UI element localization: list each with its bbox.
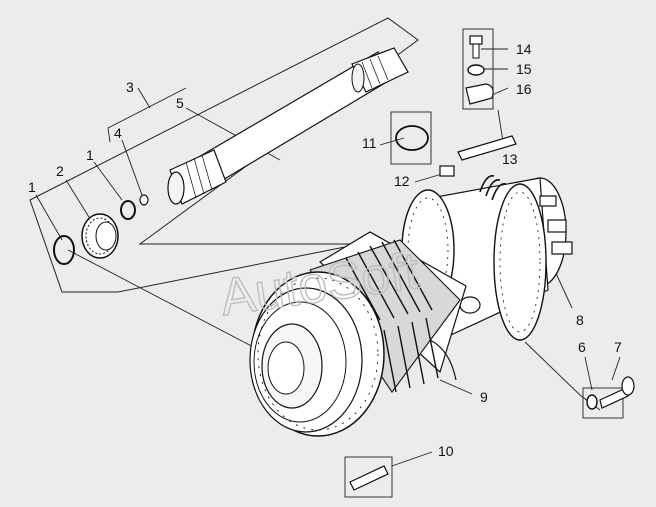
callout-7: 7 [614,339,622,355]
bolt-head-part-14 [469,35,483,45]
tube-part-13 [457,135,517,161]
bolt-part-7 [599,387,629,409]
frame-clamp [390,111,432,165]
callout-4: 4 [114,125,122,141]
callout-16: 16 [516,81,532,97]
callout-1-left: 1 [28,179,36,195]
callout-10: 10 [438,443,454,459]
frame-stud [344,456,393,498]
axle-shaft-part-5 [167,47,409,205]
gear-bore-part-2 [95,221,117,251]
fitting-part-12 [439,165,455,177]
ring-part-1-right [120,200,136,220]
washer-part-15 [467,64,485,76]
leader-lines [35,48,621,467]
frame-bolt-washer [582,387,624,419]
bolt-head-part-7 [621,376,635,396]
group-frame-shaft [29,17,419,293]
callout-9: 9 [480,389,488,405]
callout-12: 12 [394,173,410,189]
callout-8: 8 [576,312,584,328]
callout-2: 2 [56,163,64,179]
callout-5: 5 [176,95,184,111]
bolt-shank-part-14 [472,43,480,59]
plug-part-4 [139,194,149,206]
washer-part-6 [586,394,598,410]
callout-14: 14 [516,41,532,57]
bracket-part-16 [465,83,494,105]
hub-assembly [249,175,573,437]
stud-part-10 [349,465,389,491]
callout-6: 6 [578,339,586,355]
ring-part-1-left [53,235,75,265]
hose-clamp-part-11 [395,125,429,151]
frame-bolt-set [462,28,494,110]
callout-1-right: 1 [86,147,94,163]
callout-3: 3 [126,79,134,95]
callout-15: 15 [516,61,532,77]
callout-13: 13 [502,151,518,167]
callout-11: 11 [362,135,377,151]
